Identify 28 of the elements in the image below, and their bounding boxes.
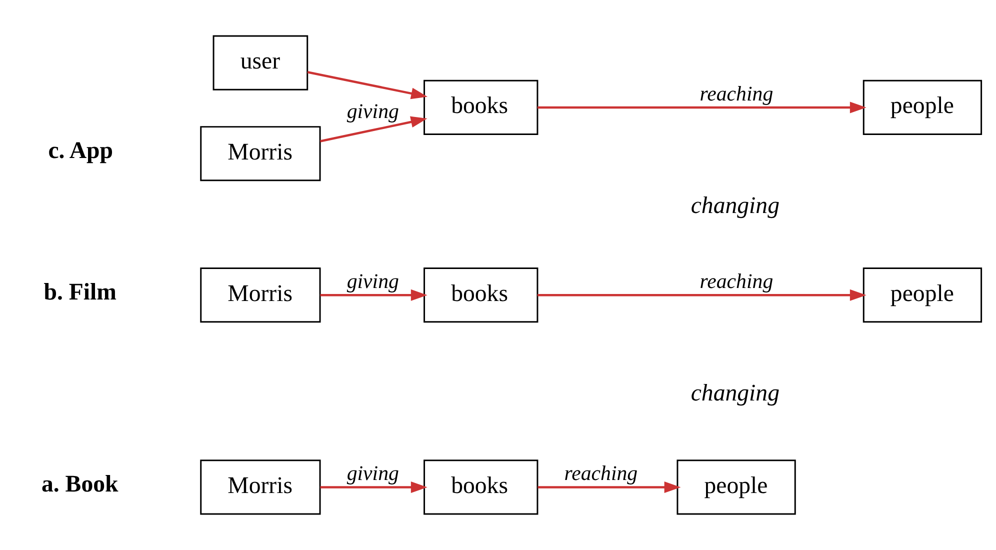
label: c. App [48, 138, 114, 164]
edge-label: reaching [700, 81, 774, 106]
node-box: books [424, 268, 538, 323]
arrow [320, 289, 428, 301]
node-box: books [424, 460, 538, 515]
node-box: people [862, 268, 982, 323]
node-box: Morris [200, 460, 321, 515]
arrow [307, 71, 428, 100]
node-box: people [862, 80, 982, 135]
edge-label: reaching [564, 461, 638, 486]
edge-label: giving [346, 461, 399, 486]
label: b. Film [44, 279, 117, 306]
arrow [537, 102, 866, 114]
edge-label: giving [346, 99, 399, 124]
label: changing [690, 192, 780, 219]
arrow [320, 116, 428, 142]
node-box: books [424, 80, 538, 135]
node-box: Morris [200, 268, 321, 323]
node-box: people [676, 460, 796, 515]
node-box: user [212, 35, 308, 90]
node-box: Morris [200, 126, 321, 182]
edge-label: giving [346, 268, 399, 293]
label: a. Book [42, 471, 118, 498]
arrow [320, 481, 428, 493]
arrow [537, 289, 866, 301]
label: changing [690, 380, 780, 407]
edge-label: reaching [700, 268, 774, 293]
arrow [538, 481, 681, 493]
